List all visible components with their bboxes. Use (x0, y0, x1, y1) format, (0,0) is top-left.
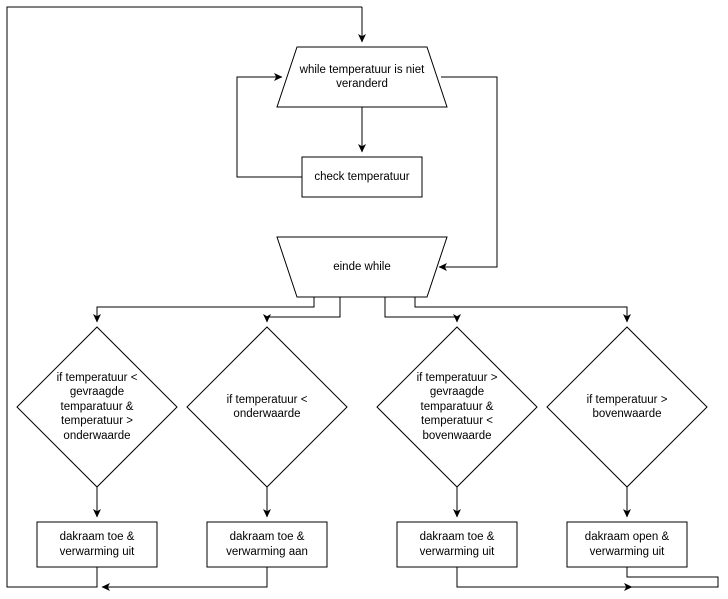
while-end-shape (276, 236, 448, 298)
while-start-label: while temperatuur is niet veranderd (299, 63, 425, 91)
edge-end-cond3 (384, 297, 461, 323)
condition-1-label: if temperatuur < gevraagde temparatuur &… (56, 371, 138, 442)
while-end-label: einde while (333, 260, 391, 273)
condition-2-shape (186, 326, 348, 488)
condition-3-label: if temperatuur > gevraagde temparatuur &… (416, 371, 498, 442)
edge-end-cond4 (414, 297, 631, 323)
action-3-label: dakraam toe & verwarming uit (419, 531, 495, 558)
condition-3-shape (376, 326, 538, 488)
edge-while-exit (438, 76, 498, 271)
while-start-shape (276, 46, 448, 108)
condition-4-label: if temperatuur > bovenwaarde (586, 393, 668, 421)
action-3-shape (396, 521, 518, 568)
check-temperature-label: check temperatuur (314, 170, 410, 183)
condition-1-shape (16, 326, 178, 488)
action-1-label: dakraam toe & verwarming uit (59, 531, 135, 558)
action-2-shape (206, 521, 328, 568)
edge-action4-return (626, 567, 719, 588)
action-4-shape (566, 521, 688, 568)
action-1-shape (36, 521, 158, 568)
condition-2-label: if temperatuur < onderwaarde (226, 393, 308, 421)
edge-action1-return (6, 6, 362, 588)
edge-check-loop (236, 73, 302, 178)
action-4-label: dakraam open & verwarming uit (584, 531, 670, 558)
action-2-label: dakraam toe & verwarming aan (226, 531, 308, 558)
check-temperature-shape (301, 156, 423, 198)
condition-4-shape (546, 326, 708, 488)
edge-end-cond2 (263, 297, 341, 323)
edge-action3-return (456, 567, 633, 591)
edge-action2-return (101, 567, 268, 591)
edge-end-cond1 (93, 297, 315, 323)
